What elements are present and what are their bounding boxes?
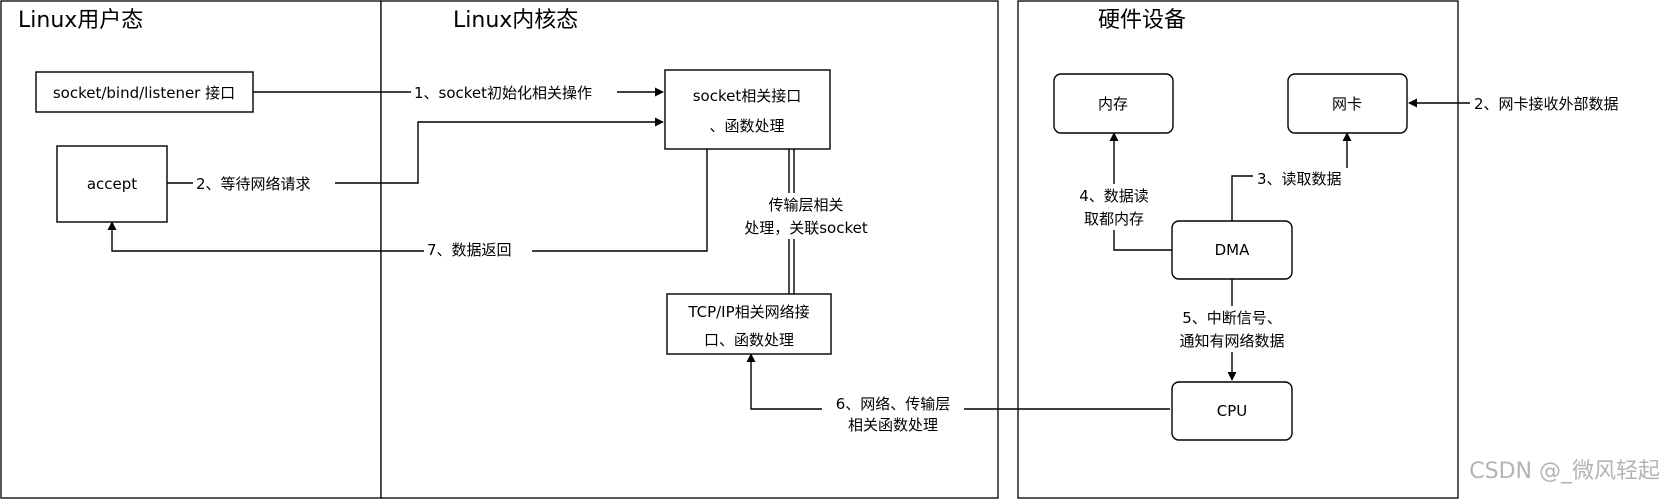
node-tcpip-line2: 口、函数处理	[704, 331, 794, 349]
node-nic-label: 网卡	[1332, 95, 1362, 113]
label-socket-init: 1、socket初始化相关操作	[414, 84, 592, 102]
label-wait-request: 2、等待网络请求	[196, 175, 311, 193]
label-write-memory-1: 4、数据读	[1079, 187, 1149, 205]
label-network-2: 相关函数处理	[848, 416, 938, 434]
node-socket-api-label: socket/bind/listener 接口	[53, 84, 235, 102]
node-dma	[1171, 220, 1293, 280]
label-network-1: 6、网络、传输层	[836, 395, 951, 413]
node-tcpip-line1: TCP/IP相关网络接	[687, 303, 809, 321]
label-read-data: 3、读取数据	[1257, 170, 1342, 188]
node-socket-kernel-line1: socket相关接口	[693, 87, 802, 105]
node-accept-label: accept	[87, 175, 137, 193]
label-write-memory-2: 取都内存	[1084, 210, 1144, 228]
node-cpu-label: CPU	[1217, 402, 1248, 420]
node-memory-label: 内存	[1098, 95, 1128, 113]
label-transport-1: 传输层相关	[768, 196, 843, 214]
node-cpu	[1171, 381, 1293, 441]
node-accept	[56, 145, 168, 223]
user-space-title: Linux用户态	[18, 8, 143, 33]
label-interrupt-2: 通知有网络数据	[1179, 332, 1284, 350]
hardware-title: 硬件设备	[1098, 8, 1186, 33]
edge-network-processing	[746, 353, 1170, 410]
edge-data-return	[107, 148, 708, 252]
node-socket-kernel-line2: 、函数处理	[709, 117, 784, 135]
node-socket-kernel	[664, 69, 831, 150]
label-interrupt-1: 5、中断信号、	[1182, 309, 1282, 327]
kernel-space-title: Linux内核态	[453, 8, 578, 33]
node-memory	[1053, 73, 1174, 134]
node-dma-label: DMA	[1215, 241, 1250, 259]
label-nic-receive: 2、网卡接收外部数据	[1474, 95, 1619, 113]
edge-write-memory	[1109, 132, 1172, 251]
node-tcpip	[666, 293, 832, 355]
label-transport-2: 处理，关联socket	[744, 219, 868, 237]
node-socket-api	[35, 71, 254, 113]
node-nic	[1287, 73, 1408, 134]
watermark: CSDN @_微风轻起	[1469, 459, 1660, 484]
label-data-return: 7、数据返回	[427, 241, 512, 259]
